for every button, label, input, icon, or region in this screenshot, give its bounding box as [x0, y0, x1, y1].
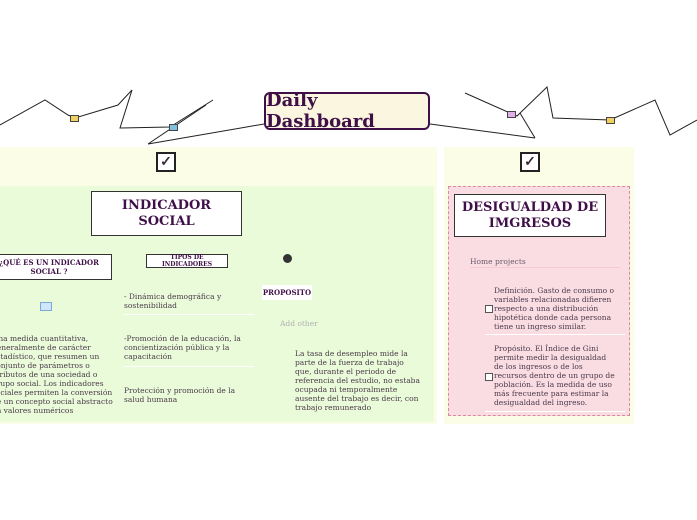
collapse-dot-icon[interactable]: [283, 254, 292, 263]
subtopic-label: TIPOS DE INDICADORES: [161, 254, 213, 268]
topic-label: DESIGUALDAD DE IMGRESOS: [461, 199, 599, 231]
tipo-item-3: Protección y promoción de la salud human…: [124, 386, 236, 404]
home-projects-label[interactable]: Home projects: [470, 257, 526, 266]
topic-indicador-social[interactable]: INDICADOR SOCIAL: [91, 191, 242, 236]
subtopic-que-es[interactable]: ¿QUÉ ES UN INDICADOR SOCIAL ?: [0, 254, 112, 280]
definicion-text: Definición. Gasto de consumo o variables…: [494, 286, 614, 331]
divider: [485, 334, 625, 335]
note-icon: [606, 117, 615, 124]
subtopic-tipos[interactable]: TIPOS DE INDICADORES: [146, 254, 228, 268]
subtopic-label: PROPOSITO: [262, 288, 312, 297]
subtopic-label: ¿QUÉ ES UN INDICADOR SOCIAL ?: [0, 258, 99, 276]
tipo-item-1: - Dinámica demográfica y sostenibilidad: [124, 292, 222, 310]
checkbox-left[interactable]: ✓: [156, 152, 176, 172]
note-icon: [169, 124, 178, 131]
checkbox-right[interactable]: ✓: [520, 152, 540, 172]
que-es-text: Una medida cuantitativa, generalmente de…: [0, 334, 113, 415]
check-icon: ✓: [524, 154, 536, 170]
note-icon: [40, 302, 52, 311]
tipo-item-2: -Promoción de la educación, la concienti…: [124, 334, 241, 361]
central-topic[interactable]: Daily Dashboard: [264, 90, 430, 132]
proposito-gini-text: Propósito. El Índice de Gini permite med…: [494, 344, 615, 407]
subtopic-proposito[interactable]: PROPOSITO: [262, 285, 312, 300]
check-icon: ✓: [160, 154, 172, 170]
note-icon: [507, 111, 516, 118]
add-other-link[interactable]: Add other: [280, 319, 318, 328]
divider: [470, 267, 620, 268]
topic-desigualdad[interactable]: DESIGUALDAD DE IMGRESOS: [454, 194, 606, 237]
note-icon: [70, 115, 79, 122]
divider: [485, 411, 625, 412]
divider: [124, 314, 254, 315]
divider: [124, 366, 254, 367]
task-checkbox[interactable]: [485, 373, 493, 381]
task-checkbox[interactable]: [485, 305, 493, 313]
proposito-text: La tasa de desempleo mide la parte de la…: [295, 349, 420, 412]
page-title: Daily Dashboard: [266, 90, 375, 132]
topic-label: INDICADOR SOCIAL: [121, 197, 212, 229]
